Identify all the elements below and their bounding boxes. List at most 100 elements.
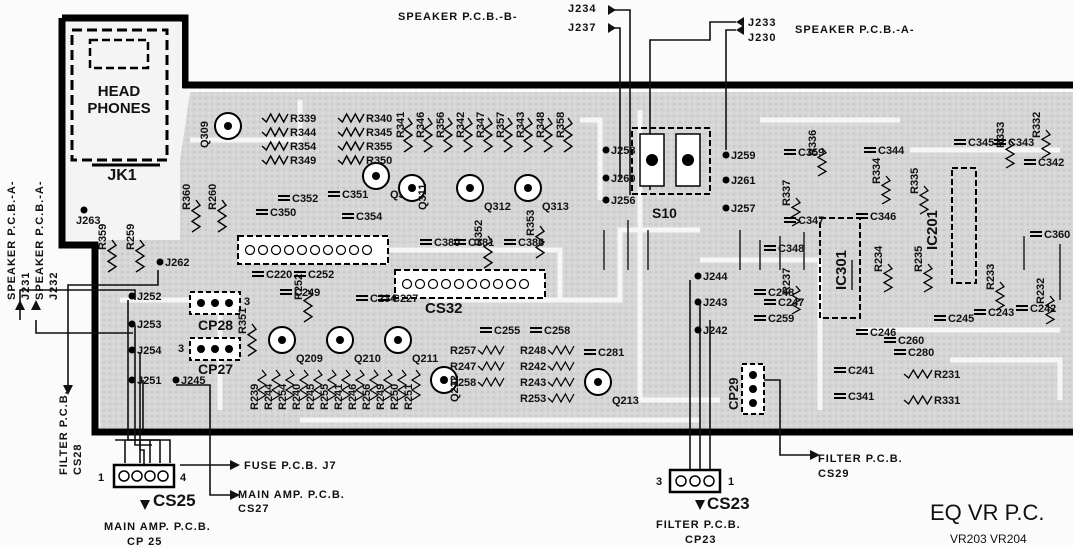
resistor-label-r351: R351	[237, 308, 249, 334]
cp25-label: CP 25	[127, 536, 162, 548]
cs32-upper-pin	[335, 244, 347, 256]
resistor-label-r243: R243	[520, 377, 546, 389]
resistor-r334	[880, 175, 892, 205]
resistor-label-r244: R244	[263, 383, 275, 410]
capacitor-label-c351: C351	[342, 189, 368, 201]
jack-j242	[694, 326, 702, 334]
resistor-r358	[562, 117, 574, 153]
jack-label-j252: J252	[137, 291, 161, 303]
capacitor-label-c344: C344	[878, 145, 905, 157]
jack-label-j260: J260	[611, 173, 635, 185]
resistor-label-r258: R258	[450, 377, 476, 389]
j230-label: J230	[748, 32, 776, 44]
capacitor-label-c241: C241	[848, 365, 874, 377]
resistor-label-r249: R249	[375, 384, 387, 410]
resistor-r260	[216, 199, 228, 233]
resistor-r353	[534, 225, 546, 259]
resistor-label-r335: R335	[909, 168, 921, 194]
main-amp-cs27-label: MAIN AMP. P.C.B.	[238, 489, 345, 501]
cp28-pin: 3	[244, 296, 251, 308]
resistor-r259	[134, 239, 146, 273]
cp28-label: CP28	[198, 317, 233, 333]
resistor-label-r337: R337	[781, 180, 793, 206]
headphones-label-2: PHONES	[87, 100, 150, 117]
transistor-label-q309: Q309	[199, 121, 211, 148]
resistor-r340	[337, 112, 365, 124]
capacitor-label-c243: C243	[988, 307, 1014, 319]
jack-j244	[694, 272, 702, 280]
capacitor-label-c245: C245	[948, 313, 974, 325]
transistor-label-q211: Q211	[412, 353, 438, 365]
resistor-r337	[790, 197, 802, 227]
cs25-label: CS25	[153, 491, 196, 510]
resistor-label-r339: R339	[290, 113, 316, 125]
jack-j261	[722, 176, 730, 184]
connector-cs23	[668, 468, 722, 494]
resistor-r249	[382, 369, 394, 401]
main-amp-cp25-label: MAIN AMP. P.C.B.	[104, 521, 211, 533]
resistor-label-r231: R231	[934, 369, 960, 381]
resistor-r232	[1044, 295, 1056, 325]
cs32-lower-pin	[479, 278, 491, 290]
transistor-label-q213: Q213	[612, 395, 639, 407]
resistor-r357	[502, 117, 514, 153]
jack-j245	[172, 376, 180, 384]
resistor-r252	[302, 289, 314, 323]
j234-label: J234	[568, 3, 596, 15]
capacitor-label-c360: C360	[1044, 229, 1070, 241]
ic201-label: IC201	[924, 210, 941, 250]
cs23-pin3: 3	[656, 476, 663, 488]
resistor-r251	[410, 369, 422, 401]
resistor-label-r352: R352	[473, 220, 485, 246]
resistor-label-r360: R360	[181, 184, 193, 210]
cs32-lower-pin	[518, 278, 530, 290]
fuse-label: FUSE P.C.B. J7	[244, 460, 337, 472]
ic301-box	[819, 217, 861, 319]
cs32-lower-pin	[453, 278, 465, 290]
resistor-r246	[354, 369, 366, 401]
resistor-r346	[422, 117, 434, 153]
left-j231: J231	[20, 272, 32, 300]
transistor-label-q212: Q212	[449, 375, 461, 402]
resistor-r258	[477, 376, 505, 388]
transistor-label-q210: Q210	[354, 353, 381, 365]
jack-label-j245: J245	[181, 375, 205, 387]
resistor-r237	[790, 285, 802, 315]
filter-cp23-label: FILTER P.C.B.	[656, 519, 741, 531]
jack-j252	[128, 292, 136, 300]
cp29-label: CP29	[726, 377, 741, 410]
resistor-r360	[190, 199, 202, 233]
capacitor-label-c252: C252	[308, 269, 334, 281]
resistor-r344	[261, 126, 289, 138]
cp27-connector	[189, 337, 241, 361]
transistor-label-q311: Q311	[417, 184, 429, 210]
resistor-r256	[368, 369, 380, 401]
cs23-pin1: 1	[728, 476, 735, 488]
board-subtitle: VR203 VR204	[950, 532, 1027, 546]
resistor-r343	[522, 117, 534, 153]
jack-label-j242: J242	[703, 325, 727, 337]
speaker-a-label: SPEAKER P.C.B.-A-	[795, 24, 914, 36]
resistor-label-r340: R340	[366, 113, 392, 125]
j237-label: J237	[568, 22, 596, 34]
resistor-label-r357: R357	[495, 112, 507, 138]
jack-label-j258: J258	[611, 145, 635, 157]
cs32-lower-pin	[440, 278, 452, 290]
resistor-r235	[922, 263, 934, 293]
cs32-upper-pin	[270, 244, 282, 256]
resistor-r239	[256, 369, 268, 401]
resistor-r333	[1004, 139, 1016, 169]
resistor-r247	[477, 360, 505, 372]
capacitor-label-c255: C255	[494, 325, 520, 337]
capacitor-label-c347: C347	[798, 215, 824, 227]
cs23-label: CS23	[707, 494, 750, 513]
jack-label-j243: J243	[703, 297, 727, 309]
resistor-r339	[261, 112, 289, 124]
resistor-r355	[337, 140, 365, 152]
left-filter-label: FILTER P.C.B.	[58, 390, 70, 475]
resistor-label-r343: R343	[515, 112, 527, 138]
cs32-upper-pin	[244, 244, 256, 256]
cs32-upper-pin	[296, 244, 308, 256]
resistor-label-r348: R348	[535, 112, 547, 138]
